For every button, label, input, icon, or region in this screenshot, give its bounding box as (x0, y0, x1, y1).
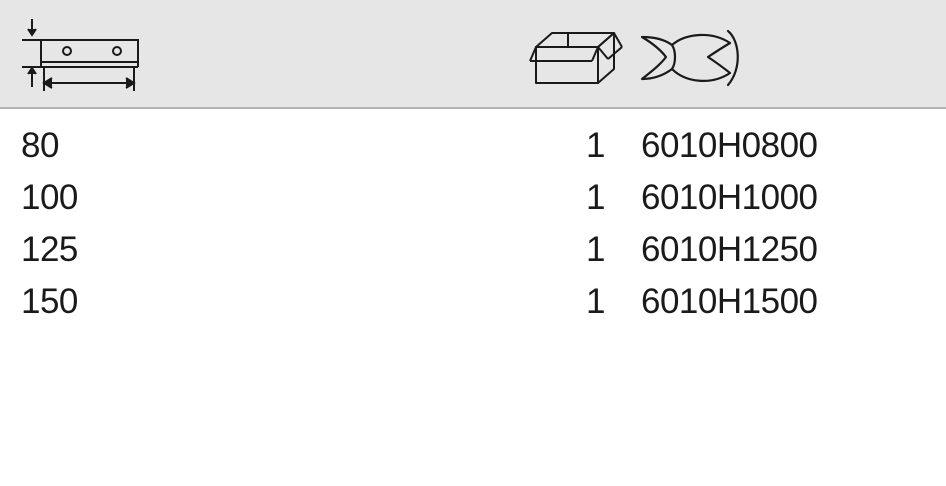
article-number-cell: 6010H1000 (641, 178, 818, 217)
size-cell: 100 (21, 178, 78, 217)
article-number-cell: 6010H1250 (641, 230, 818, 269)
article-number-cell: 6010H1500 (641, 282, 818, 321)
table-row: 125 1 6010H1250 (0, 224, 946, 276)
fish-icon (638, 25, 742, 91)
table-header (0, 0, 946, 109)
quantity-cell: 1 (586, 230, 605, 269)
article-number-cell: 6010H0800 (641, 126, 818, 165)
size-cell: 125 (21, 230, 78, 269)
plate-dimension-icon (22, 17, 142, 95)
size-cell: 150 (21, 282, 78, 321)
package-box-icon (528, 29, 624, 87)
size-cell: 80 (21, 126, 59, 165)
table-row: 100 1 6010H1000 (0, 172, 946, 224)
table-row: 150 1 6010H1500 (0, 276, 946, 328)
quantity-cell: 1 (586, 282, 605, 321)
quantity-cell: 1 (586, 178, 605, 217)
product-table: 80 1 6010H0800 100 1 6010H1000 125 1 601… (0, 120, 946, 328)
quantity-cell: 1 (586, 126, 605, 165)
table-row: 80 1 6010H0800 (0, 120, 946, 172)
